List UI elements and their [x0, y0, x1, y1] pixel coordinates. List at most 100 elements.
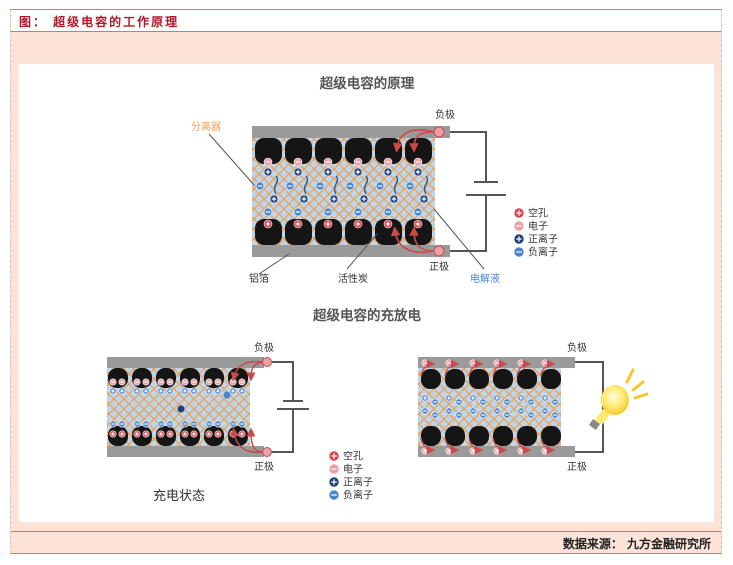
negative-ion — [223, 391, 231, 399]
negative-ion — [190, 420, 198, 428]
positive-ion — [421, 394, 429, 402]
electron — [157, 378, 165, 386]
hole — [166, 430, 174, 438]
hole — [353, 219, 363, 229]
positive-ion — [205, 387, 213, 395]
hole — [205, 430, 213, 438]
negative-ion — [421, 407, 429, 415]
negative-ion — [455, 398, 463, 406]
negative-ion — [263, 207, 273, 217]
ion-motion-arrow — [273, 175, 279, 195]
electron-flow-arrow — [468, 359, 484, 377]
electron-flow-arrow — [409, 131, 435, 153]
electron-flow-arrow — [230, 360, 264, 382]
activated-carbon-particle — [469, 426, 489, 446]
negative-ion — [323, 207, 333, 217]
electron — [293, 157, 303, 167]
negative-ion — [133, 420, 141, 428]
carbon-row-top — [421, 369, 561, 389]
legend-swatch-icon — [513, 207, 525, 219]
figure-frame: 图： 超级电容的工作原理 超级电容的原理 — [10, 9, 722, 554]
negative-ion — [469, 407, 477, 415]
figure-caption: 图： 超级电容的工作原理 — [19, 15, 180, 29]
electron — [214, 378, 222, 386]
positive-ion — [269, 194, 279, 204]
legend-label: 电子 — [343, 463, 363, 476]
negative-ion — [527, 411, 535, 419]
activated-carbon-particle — [345, 219, 372, 245]
activated-carbon-particle — [493, 426, 513, 446]
data-source: 数据来源： 九方金融研究所 — [562, 537, 711, 551]
label-electrolyte: 电解液 — [470, 272, 500, 285]
top-diagram-title: 超级电容的原理 — [319, 75, 415, 92]
positive-ion — [323, 167, 333, 177]
activated-carbon-particle — [517, 426, 537, 446]
hole-flow-arrow — [492, 437, 508, 455]
negative-electrode-plate — [252, 126, 450, 138]
positive-ion — [353, 167, 363, 177]
hole — [421, 447, 429, 455]
electron — [205, 378, 213, 386]
activated-carbon-particle — [156, 368, 176, 388]
positive-terminal — [433, 245, 445, 257]
positive-electrode-plate — [252, 245, 450, 257]
electron — [118, 378, 126, 386]
hole-flow-arrow — [468, 437, 484, 455]
charging-label-negative: 负极 — [254, 341, 274, 354]
activated-carbon-particle — [108, 368, 128, 388]
circuit-wire — [272, 361, 294, 453]
positive-ion — [166, 387, 174, 395]
hole — [383, 219, 393, 229]
electron — [493, 359, 501, 367]
legend-swatch-icon — [513, 220, 525, 232]
negative-ion — [503, 411, 511, 419]
negative-ion — [118, 420, 126, 428]
negative-ion — [551, 411, 559, 419]
charging-label-positive: 正极 — [254, 460, 274, 473]
negative-ion — [445, 407, 453, 415]
light-bulb-icon — [589, 368, 649, 430]
negative-ion — [255, 181, 265, 191]
carbon-leader-line — [346, 233, 378, 270]
legend-swatch-icon — [328, 463, 340, 475]
electron — [181, 378, 189, 386]
legend-swatch-icon — [328, 450, 340, 462]
legend-label: 正离子 — [343, 476, 373, 489]
ion-particles — [255, 167, 429, 217]
ion-particles — [420, 359, 559, 455]
positive-ion — [299, 194, 309, 204]
legend-swatch-icon — [328, 476, 340, 488]
legend-swatch-icon — [513, 233, 525, 245]
electron — [323, 157, 333, 167]
activated-carbon-particle — [375, 219, 402, 245]
positive-terminal — [262, 447, 272, 457]
legend-label: 负离子 — [343, 489, 373, 502]
electron — [263, 157, 273, 167]
negative-ion — [293, 207, 303, 217]
hole — [190, 430, 198, 438]
legend-swatch-icon — [328, 489, 340, 501]
positive-ion — [359, 194, 369, 204]
activated-carbon-particle — [315, 219, 342, 245]
ion-motion-arrow — [363, 175, 369, 195]
hole-flow-arrow — [540, 437, 556, 455]
label-separator: 分离器 — [191, 120, 221, 133]
activated-carbon-particle — [421, 369, 441, 389]
activated-carbon-particle — [541, 369, 561, 389]
legend-swatch-icon — [513, 246, 525, 258]
charging-capacitor — [107, 357, 309, 457]
hole — [118, 430, 126, 438]
circuit-wire — [575, 361, 604, 453]
electron — [238, 378, 246, 386]
activated-carbon-particle — [180, 368, 200, 388]
legend-label: 正离子 — [528, 233, 558, 246]
electron-flow-arrow — [492, 359, 508, 377]
negative-ion — [541, 407, 549, 415]
activated-carbon-particle — [493, 369, 513, 389]
hole-flow-arrow — [230, 427, 264, 454]
activated-carbon-particle — [285, 138, 312, 164]
negative-electrode-plate — [107, 357, 264, 368]
ion-motion-arrow — [303, 175, 309, 195]
positive-ion — [389, 194, 399, 204]
activated-carbon-particle — [228, 368, 248, 388]
